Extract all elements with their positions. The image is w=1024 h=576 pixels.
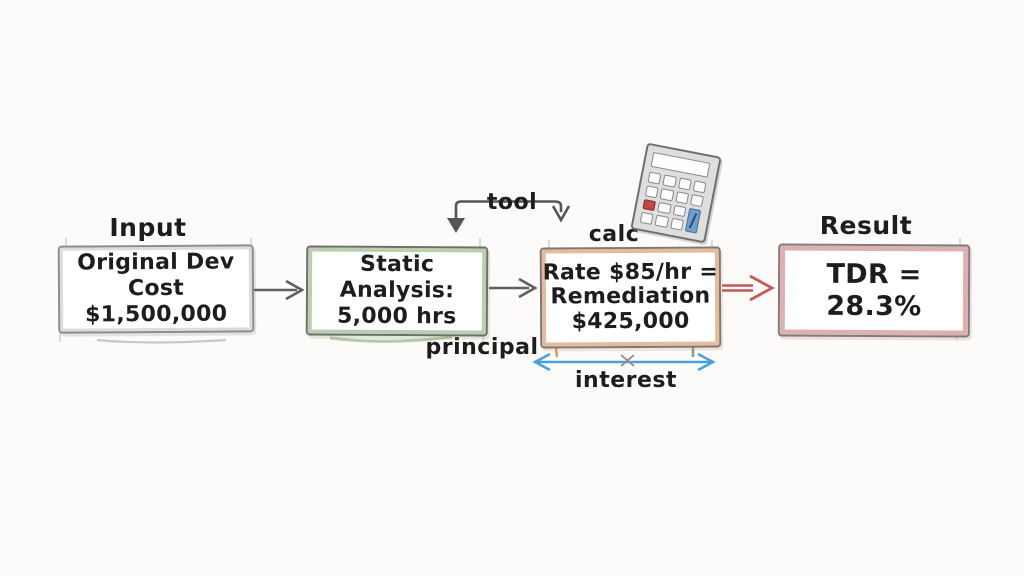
input-box-line2: $1,500,000 [84, 301, 228, 328]
tool-arrowhead-left [447, 218, 465, 233]
analysis-box-line1: Static Analysis: [339, 251, 455, 304]
input-stage-label: Input [109, 213, 187, 242]
rate-box-line3: $425,000 [571, 308, 690, 334]
calculator-key [677, 177, 692, 191]
calculator-key [654, 214, 669, 228]
calculator-key-red [642, 198, 657, 212]
calculator-key [647, 171, 662, 185]
calculator-icon [630, 142, 722, 244]
calculator-key [644, 185, 660, 198]
calculator-key [692, 180, 707, 194]
result-stage-label: Result [819, 211, 913, 240]
interest-span-x-mark [620, 354, 635, 367]
tool-label: tool [486, 190, 538, 215]
result-box: TDR = 28.3% [777, 243, 971, 338]
pencil-sweep-input-box [96, 338, 227, 344]
interest-label: interest [574, 368, 678, 393]
arrow-rate-to-result [722, 274, 775, 302]
calculator-key [639, 212, 654, 225]
calculator-key [659, 187, 674, 201]
arrow-input-to-analysis [253, 279, 305, 301]
calculator-key [689, 193, 704, 207]
rate-box-line2: Remediation [550, 283, 711, 310]
calculator-key [672, 204, 687, 218]
calculator-key [674, 190, 689, 204]
calculator-keys [639, 171, 707, 234]
analysis-box: Static Analysis: 5,000 hrs [305, 245, 489, 337]
tool-arrowhead-right [551, 205, 571, 223]
analysis-box-line2: 5,000 hrs [336, 303, 457, 330]
arrow-analysis-to-rate [489, 277, 538, 299]
result-box-line1: TDR = 28.3% [826, 258, 922, 322]
calculator-key [669, 217, 684, 231]
input-box-line1: Original Dev Cost [77, 249, 235, 302]
calculator-key-enter [684, 207, 702, 234]
rate-box: Rate $85/hr = Remediation $425,000 [539, 246, 722, 349]
rate-box-line1: Rate $85/hr = [542, 259, 719, 286]
principal-label: principal [425, 335, 539, 360]
calculator-key [657, 201, 672, 215]
input-box: Original Dev Cost $1,500,000 [57, 244, 255, 334]
calculator-key [662, 174, 677, 188]
